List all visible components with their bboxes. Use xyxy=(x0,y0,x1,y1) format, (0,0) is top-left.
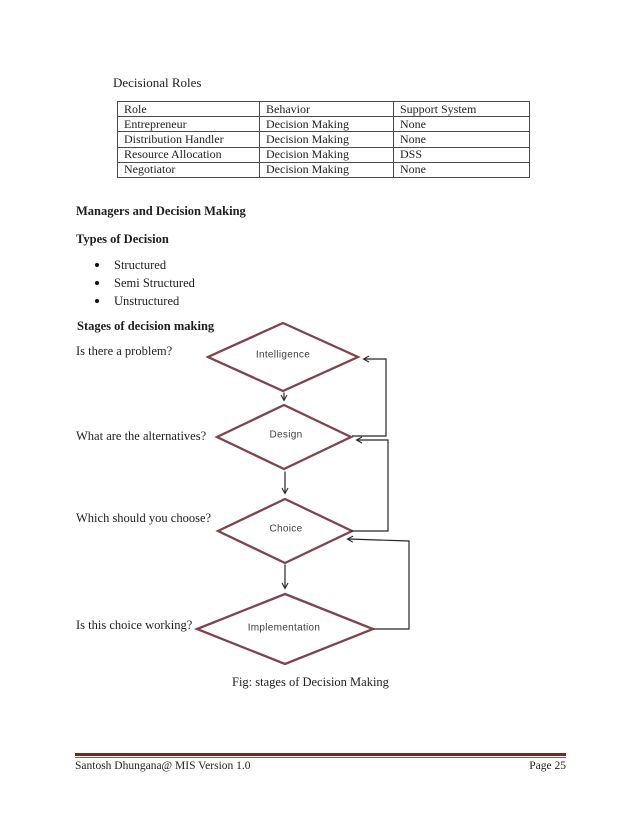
footer-rule-shadow xyxy=(75,757,566,758)
page-number: Page 25 xyxy=(529,760,566,772)
table-cell: None xyxy=(393,116,530,133)
list-item: Unstructured xyxy=(95,294,179,308)
table-cell: None xyxy=(393,161,530,178)
flowchart-question: Is there a problem? xyxy=(76,344,173,358)
feedback-arrow-choice-to-design xyxy=(351,436,389,532)
footer-author-text: Santosh Dhungana@ MIS Version 1.0 xyxy=(75,760,251,772)
table-cell: Decision Making xyxy=(259,131,394,148)
table-cell: Negotiator xyxy=(117,161,260,178)
implementation-diamond xyxy=(193,592,377,666)
table-cell: Resource Allocation xyxy=(117,146,260,163)
list-item-label: Semi Structured xyxy=(114,276,195,290)
design-diamond xyxy=(214,403,354,471)
feedback-arrow-design-to-intelligence xyxy=(352,355,387,437)
heading-managers-and-decision-making: Managers and Decision Making xyxy=(76,204,246,218)
page-footer: Santosh Dhungana@ MIS Version 1.0 Page 2… xyxy=(75,760,566,772)
figure-caption: Fig: stages of Decision Making xyxy=(232,675,389,689)
flowchart-question: Is this choice working? xyxy=(76,618,193,632)
list-item-label: Structured xyxy=(114,258,167,272)
table-cell: Decision Making xyxy=(259,161,394,178)
list-item-label: Unstructured xyxy=(114,294,180,308)
table-row: Resource Allocation Decision Making DSS xyxy=(117,146,530,163)
bullet-icon xyxy=(95,299,99,304)
heading-stages-of-decision-making: Stages of decision making xyxy=(77,319,215,333)
flowchart-stage-label: Implementation xyxy=(247,622,321,634)
bullet-icon xyxy=(95,281,99,286)
bullet-icon xyxy=(95,263,99,268)
column-header: Behavior xyxy=(259,100,394,118)
table-header-row: Role Behavior Support System xyxy=(117,100,530,118)
list-item: Structured xyxy=(95,258,166,272)
intelligence-diamond xyxy=(205,321,361,393)
flowchart-question: What are the alternatives? xyxy=(76,429,207,443)
flowchart-stage-label: Intelligence xyxy=(255,349,311,361)
decisional-roles-table: Role Behavior Support System Entrepreneu… xyxy=(117,100,530,178)
choice-diamond xyxy=(215,497,355,565)
heading-types-of-decision: Types of Decision xyxy=(76,232,169,246)
flowchart-stage-label: Design xyxy=(269,429,303,441)
feedback-arrow-implementation-to-choice xyxy=(346,535,410,630)
section-heading: Decisional Roles xyxy=(113,75,202,90)
table-row: Negotiator Decision Making None xyxy=(117,161,530,178)
list-item: Semi Structured xyxy=(95,276,195,290)
footer-rule xyxy=(75,753,566,756)
flowchart-question: Which should you choose? xyxy=(76,511,212,525)
flowchart-stage-label: Choice xyxy=(269,523,303,535)
